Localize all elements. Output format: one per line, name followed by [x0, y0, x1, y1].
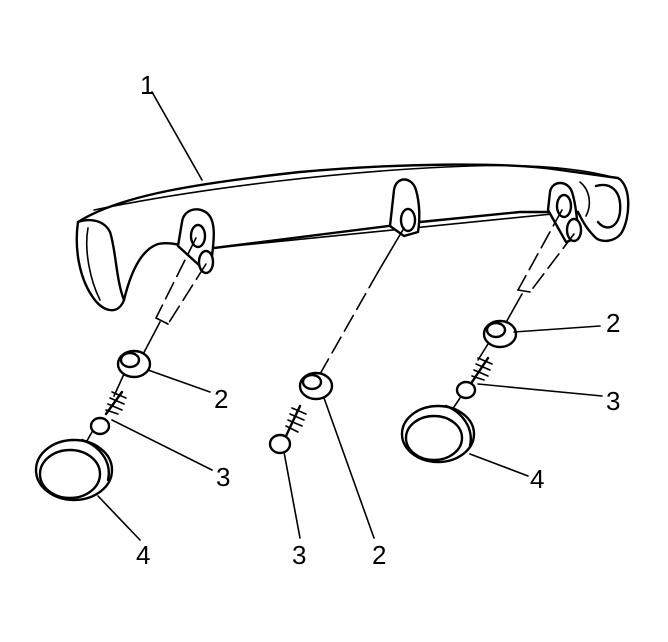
callout-4-cap-right: 4 — [530, 464, 544, 494]
mount-boss-center — [388, 178, 421, 238]
callout-2-washer-center: 2 — [372, 540, 386, 570]
bolt-right — [451, 356, 493, 411]
washer-center — [298, 371, 334, 401]
callout-1-spoiler: 1 — [140, 70, 154, 100]
right-stud-dashed — [503, 209, 575, 327]
right-axis-line — [477, 343, 489, 361]
center-stud-dashed — [319, 227, 405, 375]
spoiler-body — [75, 163, 630, 312]
callout-4-cap-left: 4 — [136, 540, 150, 570]
callout-3-bolt-right: 3 — [606, 386, 620, 416]
cap-right — [400, 404, 476, 464]
bolt-center — [268, 404, 307, 455]
left-axis-line — [113, 373, 125, 397]
mount-boss-right — [546, 181, 583, 244]
callout-2-washer-right: 2 — [606, 308, 620, 338]
cap-left — [34, 438, 114, 502]
callout-3-bolt-left: 3 — [216, 462, 230, 492]
callout-3-bolt-center: 3 — [292, 540, 306, 570]
washer-right — [482, 319, 518, 349]
bolt-left — [83, 390, 127, 447]
washer-left — [116, 349, 152, 379]
callout-2-washer-left: 2 — [214, 384, 228, 414]
leader-lines — [97, 91, 603, 541]
